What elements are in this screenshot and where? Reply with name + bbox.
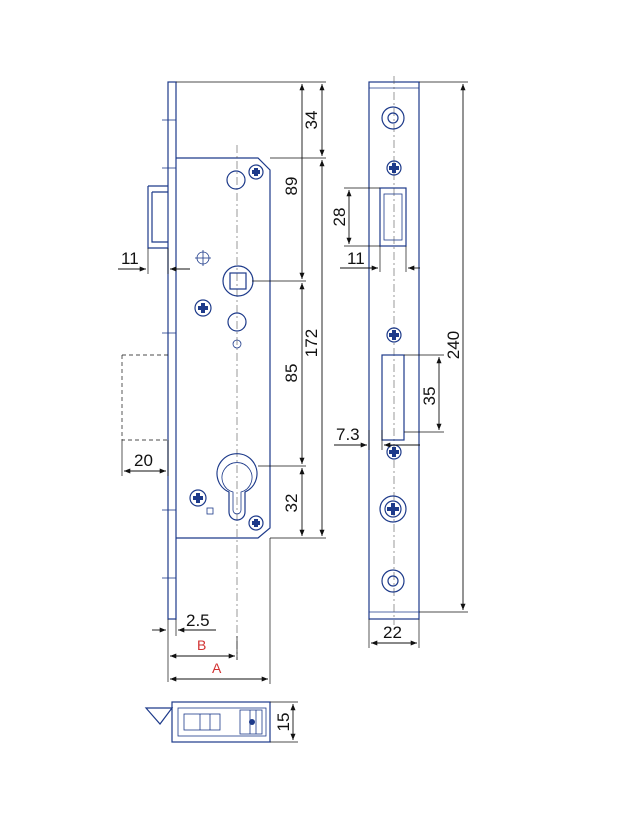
screw-icon — [248, 515, 264, 531]
cylinder-cutout — [216, 453, 258, 521]
left-dimensions: 34 89 172 85 32 11 20 2.5 B — [118, 81, 326, 684]
dimension-22: 22 — [383, 623, 402, 642]
follower-hole — [227, 312, 247, 332]
dimension-11-latch: 11 — [121, 249, 139, 268]
dimension-35: 35 — [420, 387, 439, 406]
mounting-hole-top — [381, 106, 405, 130]
lock-case — [176, 157, 271, 539]
lock-top-view: 15 — [144, 701, 298, 743]
latch-bolt — [147, 185, 168, 249]
deadbolt-projection — [121, 354, 168, 441]
dimension-85: 85 — [282, 364, 301, 383]
mounting-hole-bottom — [381, 569, 405, 593]
dimension-34: 34 — [302, 111, 321, 130]
screw-icon — [248, 164, 264, 180]
dimension-20: 20 — [134, 451, 153, 470]
dimension-11-opening: 11 — [347, 249, 365, 268]
screw-icon — [386, 327, 402, 343]
dimension-7-3: 7.3 — [336, 425, 360, 444]
dimension-A: A — [212, 660, 222, 676]
dimension-32: 32 — [282, 494, 301, 513]
lock-body-side-view — [121, 81, 271, 660]
dimension-172: 172 — [302, 329, 321, 357]
screw-icon — [194, 299, 212, 317]
screw-icon — [386, 444, 402, 460]
screw-icon — [386, 160, 402, 176]
faceplate-front-view — [368, 76, 420, 625]
top-hole — [226, 170, 246, 190]
latch-opening — [379, 187, 407, 247]
dimension-B: B — [197, 637, 206, 653]
right-dimensions: 28 11 240 35 7.3 22 — [330, 81, 468, 648]
small-pin — [232, 339, 242, 349]
screw-icon — [189, 489, 207, 507]
screw-icon — [379, 495, 407, 523]
deadbolt-opening — [381, 354, 405, 441]
dimension-28: 28 — [330, 208, 349, 227]
spindle-hub — [222, 265, 254, 297]
dimension-15: 15 — [274, 713, 293, 732]
faceplate-strip — [167, 81, 177, 620]
dimension-2-5: 2.5 — [186, 611, 210, 630]
dimension-89: 89 — [282, 177, 301, 196]
dimension-240: 240 — [444, 331, 463, 359]
spindle-square-icon — [229, 272, 247, 290]
